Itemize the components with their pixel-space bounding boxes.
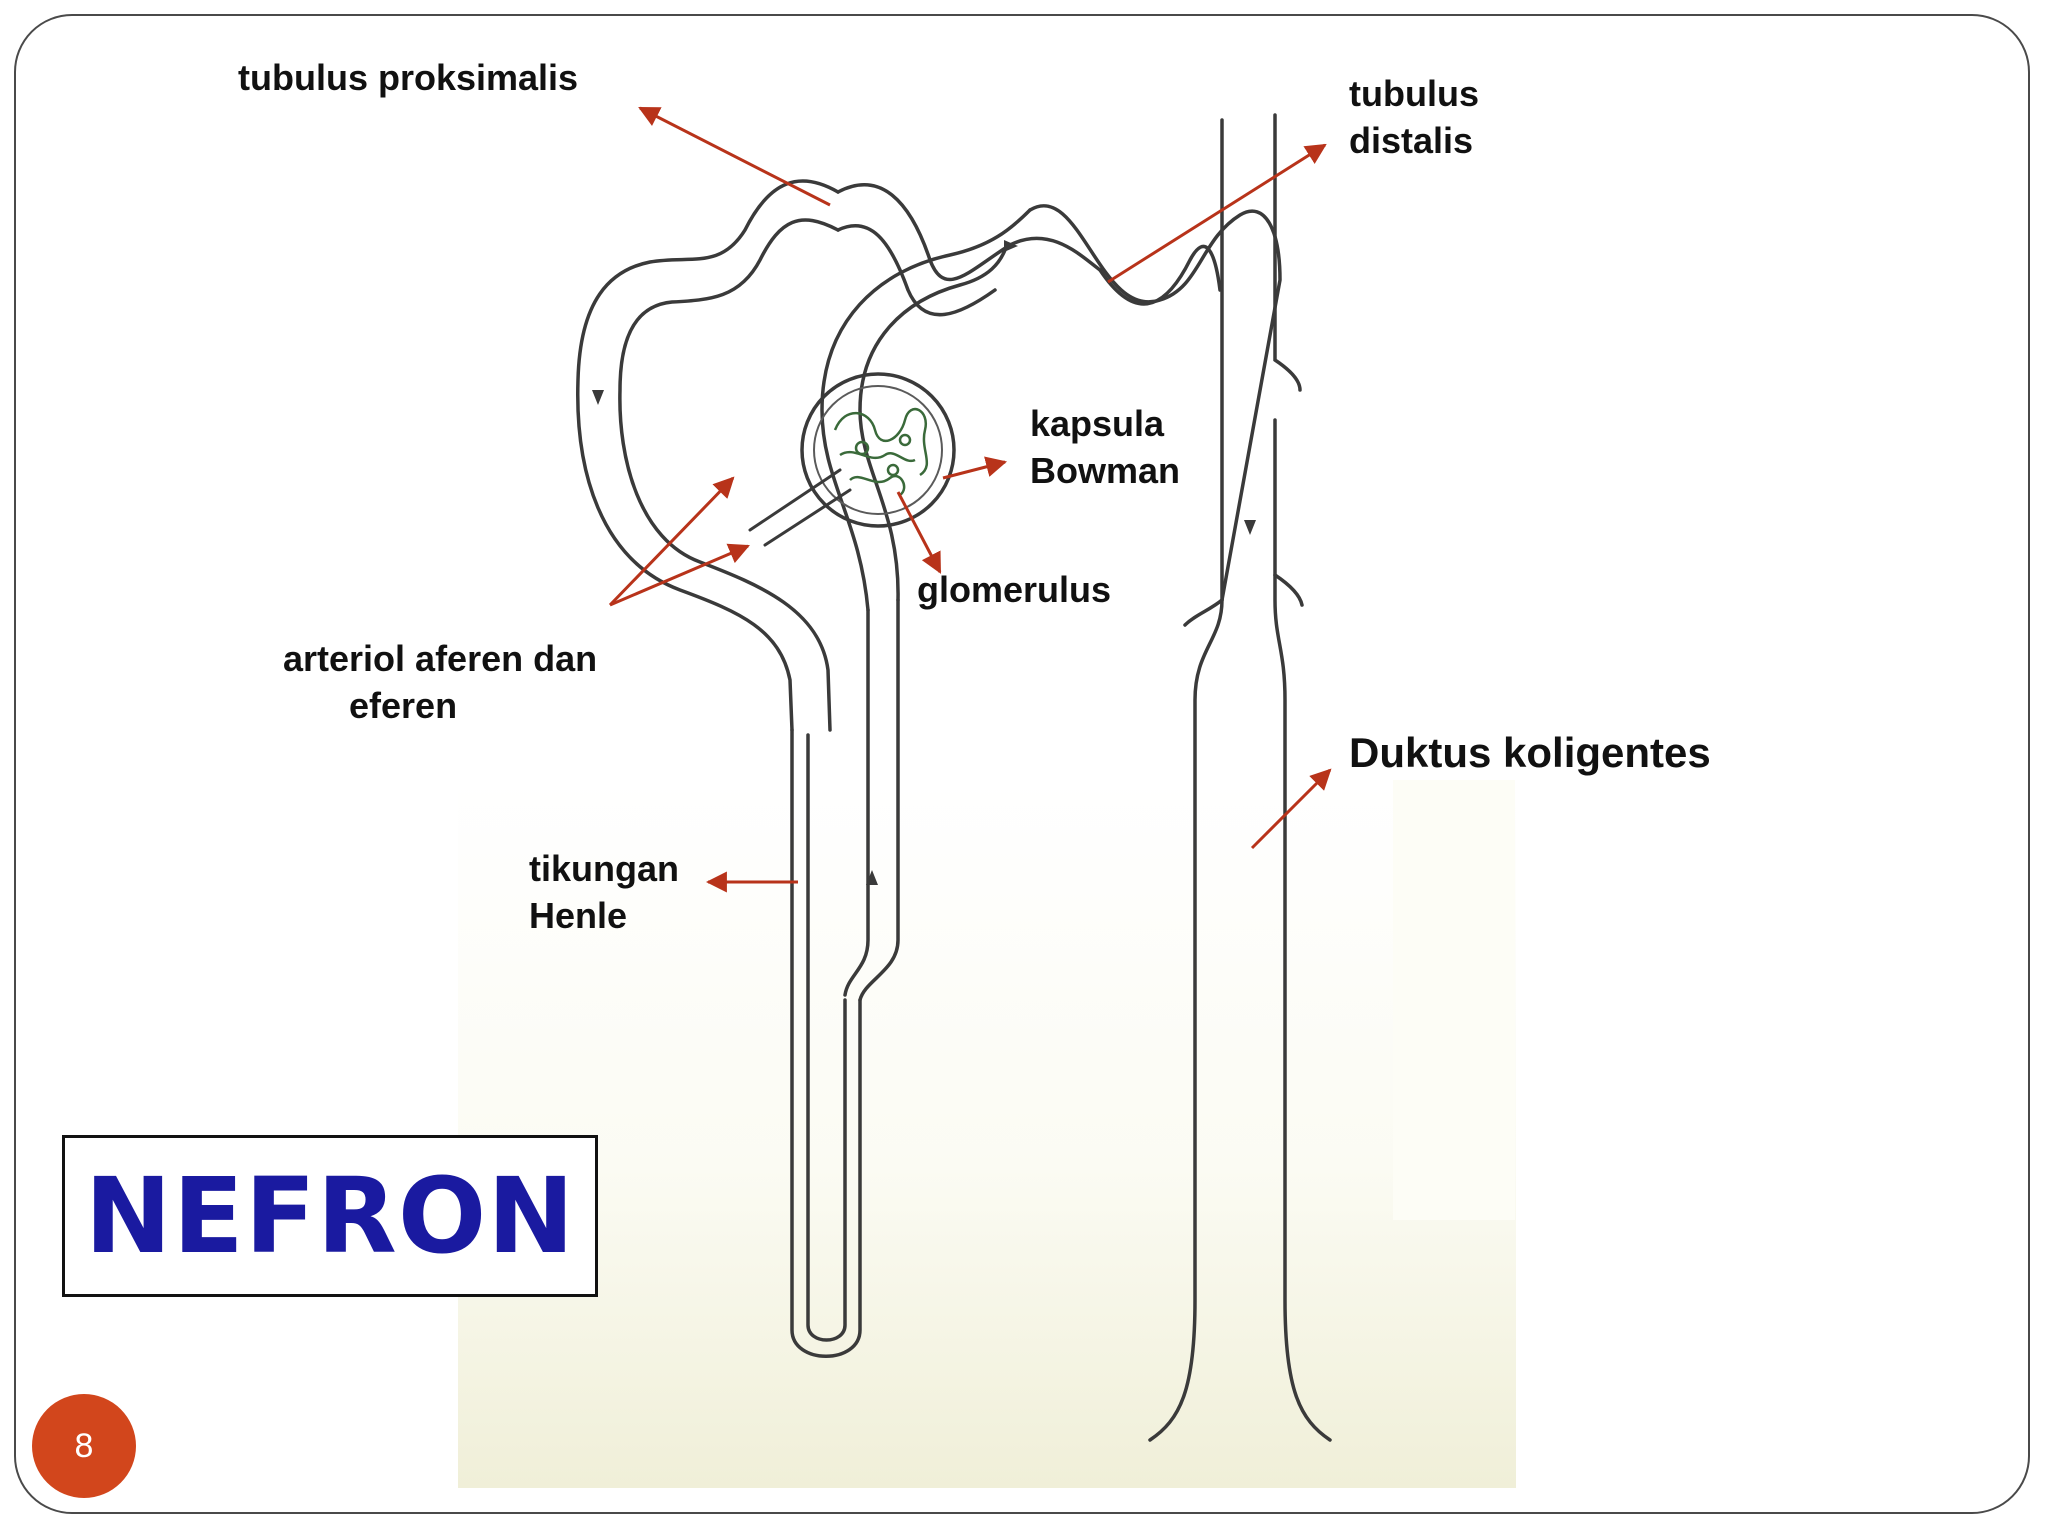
label-kapsula-bowman: kapsula Bowman — [1030, 400, 1180, 494]
flow-arrows — [592, 240, 1256, 885]
henle-ascending-inner — [843, 608, 870, 997]
bowman-capsule-inner — [813, 385, 943, 515]
label-tubulus-distalis-line1: tubulus — [1349, 73, 1479, 114]
arteriole-afferent — [748, 468, 842, 532]
arrow-arteriol-aferen — [608, 476, 735, 607]
label-arteriol-line1: arteriol aferen dan — [283, 638, 598, 679]
proximal-tubule-top — [836, 183, 1102, 282]
label-arteriol-line2: eferen — [349, 685, 458, 726]
label-duktus-koligentes: Duktus koligentes — [1349, 729, 1711, 776]
label-tubulus-distalis-line2: distalis — [1349, 120, 1474, 161]
collecting-duct-branch — [1183, 573, 1304, 627]
collecting-duct-left-wall — [1148, 118, 1224, 1442]
distal-tubule-outer — [1028, 204, 1282, 602]
label-tubulus-distalis: tubulus distalis — [1349, 70, 1479, 164]
henle-descending-inner — [806, 733, 847, 1342]
paper-background-right — [1393, 780, 1515, 1220]
label-kapsula-line2: Bowman — [1030, 450, 1181, 491]
arrow-tubulus-proksimalis — [638, 106, 831, 207]
henle-ascending-outer — [858, 598, 900, 1002]
capsule-neck-outer — [858, 248, 1007, 602]
capsule-neck-inner — [820, 208, 1032, 612]
label-tubulus-proksimalis: tubulus proksimalis — [238, 57, 579, 98]
arrow-arteriol-eferen — [609, 543, 750, 607]
label-henle-line1: tikungan — [529, 848, 679, 889]
title-box: NEFRON — [62, 1135, 598, 1297]
distal-tubule-inner — [1098, 244, 1222, 306]
paper-background — [458, 780, 1516, 1488]
label-arteriol: arteriol aferen dan eferen — [283, 635, 597, 729]
label-kapsula-line1: kapsula — [1030, 403, 1165, 444]
arrow-tubulus-distalis — [1107, 143, 1327, 284]
bowman-capsule — [800, 372, 956, 528]
proximal-tubule-inner-wall — [618, 218, 840, 732]
proximal-tubule-outer-wall — [576, 179, 840, 732]
glomerulus-tuft — [833, 407, 929, 497]
collecting-duct-right-wall — [1273, 113, 1332, 1442]
proximal-tubule-top-inner — [836, 223, 997, 317]
arrow-kapsula-bowman — [942, 456, 1008, 480]
henle-descending-outer — [790, 728, 862, 1358]
arrow-glomerulus — [896, 491, 942, 574]
slide-title: NEFRON — [84, 1155, 576, 1277]
label-tikungan-henle: tikungan Henle — [529, 845, 679, 939]
arteriole-efferent — [763, 488, 852, 547]
label-glomerulus: glomerulus — [917, 569, 1112, 610]
page-number-badge: 8 — [32, 1394, 136, 1498]
arrow-duktus-koligentes — [1250, 768, 1332, 850]
label-henle-line2: Henle — [529, 895, 628, 936]
page-number: 8 — [74, 1426, 94, 1465]
